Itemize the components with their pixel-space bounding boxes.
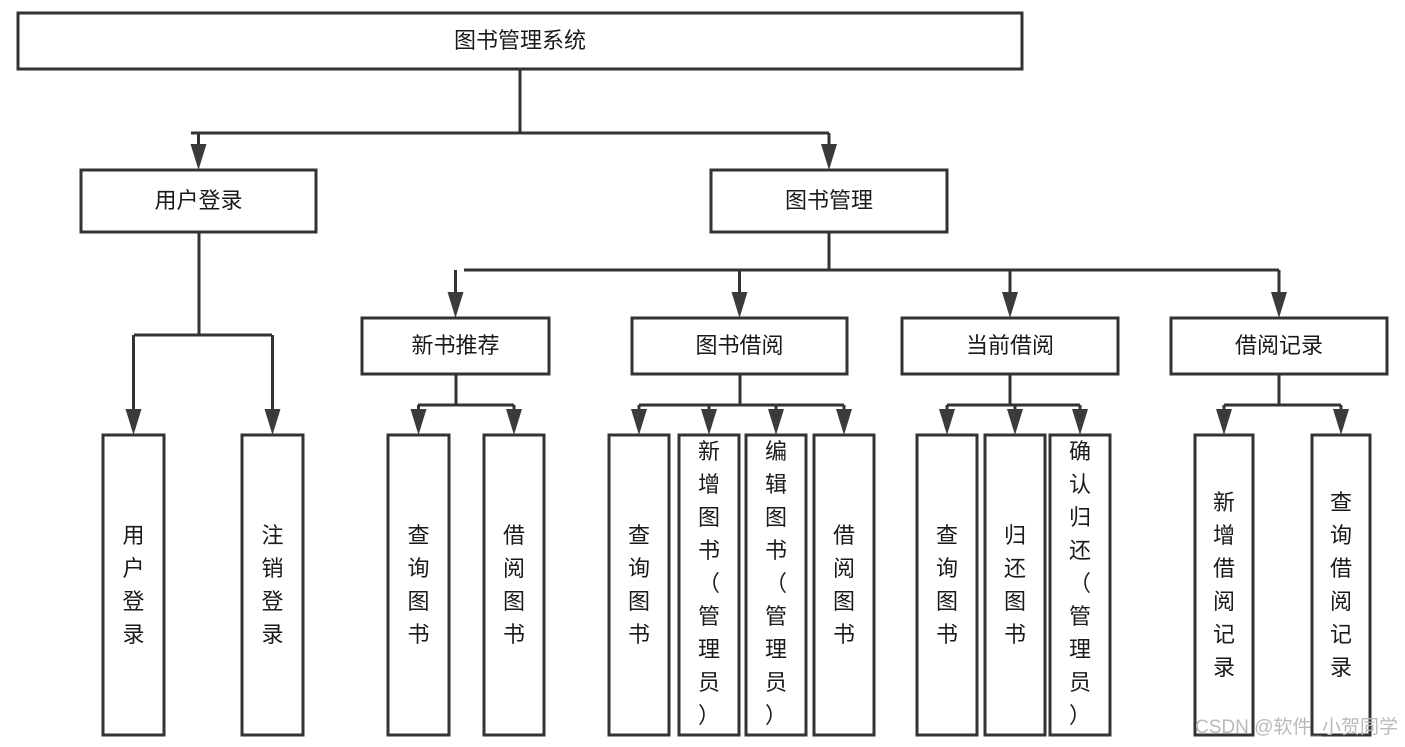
node-leaf-confirm-return-label: 确认归还（管理员） bbox=[1069, 439, 1091, 728]
node-current-borrow-label: 当前借阅 bbox=[966, 333, 1054, 358]
arrow-to-leaf-return-book bbox=[1007, 405, 1023, 435]
node-book-borrow-label: 图书借阅 bbox=[695, 333, 783, 358]
arrow-to-leaf-query-record bbox=[1333, 405, 1349, 435]
node-book-management-label: 图书管理 bbox=[785, 188, 873, 213]
connector-book-management-bar bbox=[464, 232, 1279, 272]
node-borrow-record-label: 借阅记录 bbox=[1235, 333, 1323, 358]
arrow-to-user-login bbox=[190, 133, 207, 170]
node-leaf-query-book-1-label: 查询图书 bbox=[407, 523, 429, 647]
node-leaf-edit-book-label: 编辑图书（管理员） bbox=[765, 439, 787, 728]
node-book-borrow[interactable]: 图书借阅 bbox=[630, 316, 849, 376]
node-leaf-confirm-return[interactable]: 确认归还（管理员） bbox=[1048, 433, 1112, 737]
node-leaf-borrow-book-1[interactable]: 借阅图书 bbox=[482, 433, 546, 737]
connector-root-bar bbox=[191, 69, 829, 135]
node-leaf-query-book-1[interactable]: 查询图书 bbox=[386, 433, 451, 737]
node-book-management[interactable]: 图书管理 bbox=[709, 168, 949, 234]
node-leaf-query-book-2[interactable]: 查询图书 bbox=[607, 433, 671, 737]
node-leaf-add-record-label: 新增借阅记录 bbox=[1213, 490, 1235, 680]
connectors-layer bbox=[125, 69, 1349, 435]
arrow-to-leaf-query-book-1 bbox=[410, 405, 427, 435]
arrow-to-current-borrow bbox=[1002, 270, 1018, 318]
arrow-to-leaf-borrow-book-2 bbox=[836, 405, 852, 435]
arrow-to-book-borrow bbox=[731, 270, 748, 318]
node-borrow-record[interactable]: 借阅记录 bbox=[1169, 316, 1389, 376]
node-leaf-query-record-label: 查询借阅记录 bbox=[1330, 490, 1352, 680]
node-system-title[interactable]: 图书管理系统 bbox=[16, 11, 1024, 71]
node-leaf-edit-book[interactable]: 编辑图书（管理员） bbox=[744, 433, 808, 737]
arrow-to-leaf-query-book-3 bbox=[939, 405, 955, 435]
arrow-to-leaf-edit-book bbox=[768, 405, 784, 435]
csdn-watermark: CSDN @软件_小贺同学 bbox=[1195, 716, 1398, 738]
arrow-to-leaf-confirm-return bbox=[1072, 405, 1088, 435]
node-leaf-borrow-book-2[interactable]: 借阅图书 bbox=[812, 433, 876, 737]
node-leaf-query-book-3-label: 查询图书 bbox=[936, 523, 958, 647]
node-new-book-recommend[interactable]: 新书推荐 bbox=[360, 316, 551, 376]
node-leaf-query-record[interactable]: 查询借阅记录 bbox=[1310, 433, 1372, 737]
node-new-book-recommend-label: 新书推荐 bbox=[411, 333, 499, 358]
node-leaf-return-book-label: 归还图书 bbox=[1004, 523, 1026, 647]
node-current-borrow[interactable]: 当前借阅 bbox=[900, 316, 1120, 376]
connector-new-book-bar bbox=[418, 374, 514, 407]
node-leaf-logout[interactable]: 注销登录 bbox=[240, 433, 305, 737]
connector-borrow-record-bar bbox=[1224, 374, 1341, 407]
arrow-to-leaf-logout bbox=[264, 335, 281, 435]
arrow-to-leaf-add-record bbox=[1216, 405, 1232, 435]
node-leaf-query-book-2-label: 查询图书 bbox=[628, 523, 650, 647]
node-user-login[interactable]: 用户登录 bbox=[79, 168, 318, 234]
arrow-to-new-book-recommend bbox=[447, 270, 464, 318]
connector-user-login-bar bbox=[134, 232, 272, 337]
arrow-to-book-management bbox=[821, 133, 837, 170]
node-leaf-borrow-book-1-label: 借阅图书 bbox=[503, 523, 525, 647]
node-leaf-borrow-book-2-label: 借阅图书 bbox=[833, 523, 855, 647]
node-leaf-user-login[interactable]: 用户登录 bbox=[101, 433, 166, 737]
node-leaf-add-book[interactable]: 新增图书（管理员） bbox=[677, 433, 741, 737]
node-system-title-label: 图书管理系统 bbox=[454, 28, 586, 53]
arrow-to-leaf-query-book-2 bbox=[631, 405, 647, 435]
node-leaf-return-book[interactable]: 归还图书 bbox=[983, 433, 1047, 737]
connector-book-borrow-bar bbox=[639, 374, 844, 407]
node-leaf-user-login-label: 用户登录 bbox=[122, 523, 144, 647]
arrow-to-leaf-user-login bbox=[125, 335, 142, 435]
node-user-login-label: 用户登录 bbox=[154, 188, 242, 213]
node-leaf-add-book-label: 新增图书（管理员） bbox=[698, 439, 720, 728]
node-leaf-add-record[interactable]: 新增借阅记录 bbox=[1193, 433, 1255, 737]
arrow-to-borrow-record bbox=[1271, 270, 1287, 318]
nodes-layer: 图书管理系统用户登录图书管理新书推荐图书借阅当前借阅借阅记录用户登录注销登录查询… bbox=[16, 11, 1389, 737]
arrow-to-leaf-add-book bbox=[701, 405, 717, 435]
node-leaf-logout-label: 注销登录 bbox=[261, 523, 283, 647]
node-leaf-query-book-3[interactable]: 查询图书 bbox=[915, 433, 979, 737]
connector-current-borrow-bar bbox=[947, 374, 1080, 407]
arrow-to-leaf-borrow-book-1 bbox=[506, 405, 522, 435]
